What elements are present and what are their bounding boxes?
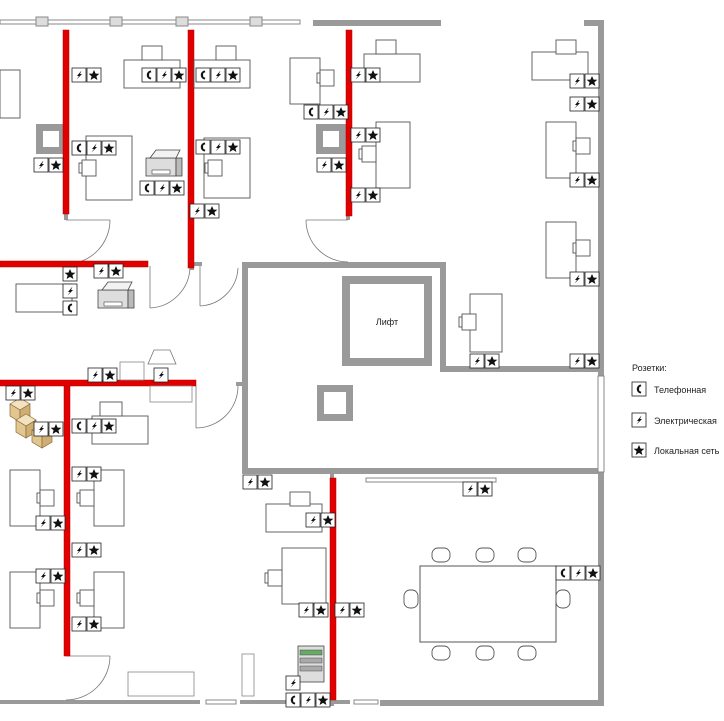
core-bottom <box>242 468 604 474</box>
column-1-in <box>43 131 59 147</box>
core-right <box>440 262 446 370</box>
phone-icon <box>631 381 647 397</box>
windows <box>0 16 605 705</box>
partition-lower-2 <box>236 382 248 386</box>
bottom-wall <box>380 700 604 706</box>
elevator-label: Лифт <box>376 317 398 327</box>
power-icon <box>631 412 647 428</box>
walls <box>0 20 604 706</box>
shaft-inner <box>324 392 346 414</box>
legend: Розетки: Телефонная Электрическая Локаль… <box>631 363 720 458</box>
legend-title: Розетки: <box>632 363 667 373</box>
top-corner <box>584 20 604 26</box>
right-wall-bottom <box>598 472 604 706</box>
network-icon <box>631 442 647 458</box>
core-left <box>242 262 248 474</box>
printer-icon <box>145 149 183 177</box>
cable-3 <box>345 29 353 217</box>
doors <box>65 219 349 701</box>
bottom-left-wall <box>0 700 200 704</box>
cable-4 <box>0 260 149 268</box>
furniture <box>0 39 591 697</box>
partition-mid-2 <box>190 262 202 266</box>
core-ledge <box>440 366 604 372</box>
conference-table <box>419 565 557 643</box>
printer-icon <box>97 281 135 309</box>
elevator-inner <box>350 284 424 358</box>
core-top <box>242 262 444 268</box>
cable-2 <box>187 29 195 269</box>
legend-network-label: Локальная сеть <box>654 446 720 456</box>
column-2-in <box>323 131 339 147</box>
equipment <box>9 149 325 683</box>
server-icon <box>297 645 325 683</box>
cable-7 <box>329 477 337 701</box>
top-wall-right <box>313 20 441 26</box>
cable-1 <box>62 29 70 215</box>
legend-phone-label: Телефонная <box>654 385 706 395</box>
legend-power-label: Электрическая <box>654 416 717 426</box>
cable-trays <box>0 29 353 701</box>
right-wall-top <box>598 20 604 376</box>
